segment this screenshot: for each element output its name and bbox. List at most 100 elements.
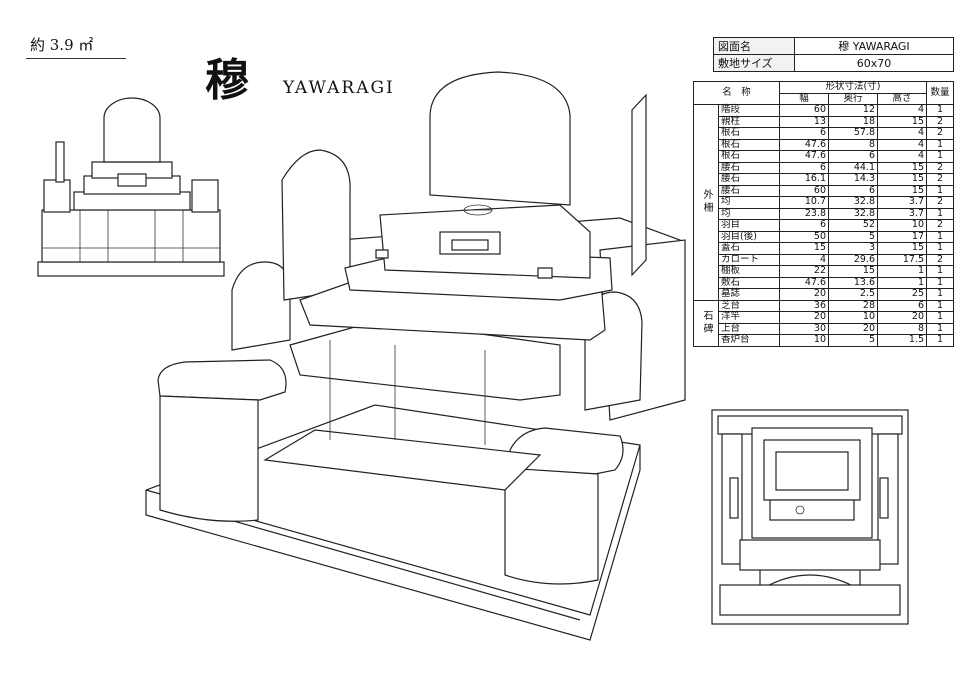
qty-cell: 2 (926, 161, 954, 174)
part-name-cell: 階段 (718, 104, 780, 117)
part-name-cell: 腰石 (718, 161, 780, 174)
part-name-cell: 根石 (718, 150, 780, 163)
height-cell: 15 (877, 161, 927, 174)
height-cell: 4 (877, 127, 927, 140)
part-name-cell: 洋竿 (718, 311, 780, 324)
perspective-drawing (145, 71, 686, 641)
part-name-cell: 腰石 (718, 173, 780, 186)
depth-cell: 32.8 (828, 207, 878, 220)
part-name-cell: 芝台 (718, 299, 780, 312)
qty-cell: 1 (926, 265, 954, 278)
width-cell: 47.6 (779, 150, 829, 163)
part-name-cell: 墓誌 (718, 288, 780, 301)
part-name-cell: 根石 (718, 127, 780, 140)
site-area-label: 約 3.9 ㎡ (30, 36, 94, 54)
depth-cell: 12 (828, 104, 878, 117)
height-cell: 17 (877, 230, 927, 243)
width-cell: 10 (779, 334, 829, 347)
depth-cell: 2.5 (828, 288, 878, 301)
part-name-cell: 親柱 (718, 115, 780, 128)
depth-cell: 8 (828, 138, 878, 151)
qty-cell: 2 (926, 219, 954, 232)
width-cell: 23.8 (779, 207, 829, 220)
width-cell: 60 (779, 184, 829, 197)
qty-cell: 1 (926, 311, 954, 324)
qty-cell: 2 (926, 115, 954, 128)
width-cell: 36 (779, 299, 829, 312)
width-cell: 4 (779, 253, 829, 266)
part-name-cell: 羽目(後) (718, 230, 780, 243)
height-cell: 10 (877, 219, 927, 232)
part-name-cell: 羽目 (718, 219, 780, 232)
col-name-header: 名 称 (693, 81, 780, 105)
table-header-row: 名 称 形状寸法(寸) 数量 (693, 81, 954, 105)
height-cell: 8 (877, 322, 927, 335)
height-cell: 15 (877, 242, 927, 255)
qty-cell: 1 (926, 150, 954, 163)
depth-cell: 15 (828, 265, 878, 278)
qty-cell: 1 (926, 104, 954, 117)
depth-cell: 3 (828, 242, 878, 255)
part-name-cell: 腰石 (718, 184, 780, 197)
qty-cell: 1 (926, 138, 954, 151)
width-cell: 6 (779, 161, 829, 174)
part-name-cell: カロート (718, 253, 780, 266)
col-qty-header: 数量 (926, 81, 954, 105)
qty-cell: 1 (926, 288, 954, 301)
width-cell: 6 (779, 219, 829, 232)
height-cell: 1 (877, 265, 927, 278)
group-label-monument: 石碑 (693, 299, 719, 347)
height-cell: 3.7 (877, 196, 927, 209)
col-depth-header: 奥行 (828, 92, 878, 105)
qty-cell: 1 (926, 334, 954, 347)
drawing-info-table: 図面名 穆 YAWARAGI 敷地サイズ 60x70 (713, 37, 954, 72)
depth-cell: 28 (828, 299, 878, 312)
part-name-cell: 上台 (718, 322, 780, 335)
height-cell: 15 (877, 173, 927, 186)
qty-cell: 1 (926, 322, 954, 335)
qty-cell: 1 (926, 184, 954, 197)
qty-cell: 1 (926, 230, 954, 243)
depth-cell: 14.3 (828, 173, 878, 186)
width-cell: 15 (779, 242, 829, 255)
height-cell: 4 (877, 138, 927, 151)
product-romaji-title: YAWARAGI (283, 78, 395, 98)
height-cell: 1.5 (877, 334, 927, 347)
width-cell: 16.1 (779, 173, 829, 186)
width-cell: 6 (779, 127, 829, 140)
drawing-name-label: 図面名 (713, 37, 795, 55)
qty-cell: 1 (926, 242, 954, 255)
depth-cell: 5 (828, 334, 878, 347)
product-kanji-title: 穆 (205, 55, 249, 106)
col-height-header: 高さ (877, 92, 927, 105)
height-cell: 25 (877, 288, 927, 301)
height-cell: 15 (877, 115, 927, 128)
group-label-fence: 外柵 (693, 104, 719, 301)
depth-cell: 6 (828, 150, 878, 163)
part-name-cell: 棚板 (718, 265, 780, 278)
height-cell: 17.5 (877, 253, 927, 266)
width-cell: 20 (779, 288, 829, 301)
depth-cell: 13.6 (828, 276, 878, 289)
part-name-cell: 敷石 (718, 276, 780, 289)
depth-cell: 32.8 (828, 196, 878, 209)
qty-cell: 2 (926, 173, 954, 186)
part-name-cell: 均 (718, 207, 780, 220)
height-cell: 6 (877, 299, 927, 312)
width-cell: 30 (779, 322, 829, 335)
width-cell: 13 (779, 115, 829, 128)
